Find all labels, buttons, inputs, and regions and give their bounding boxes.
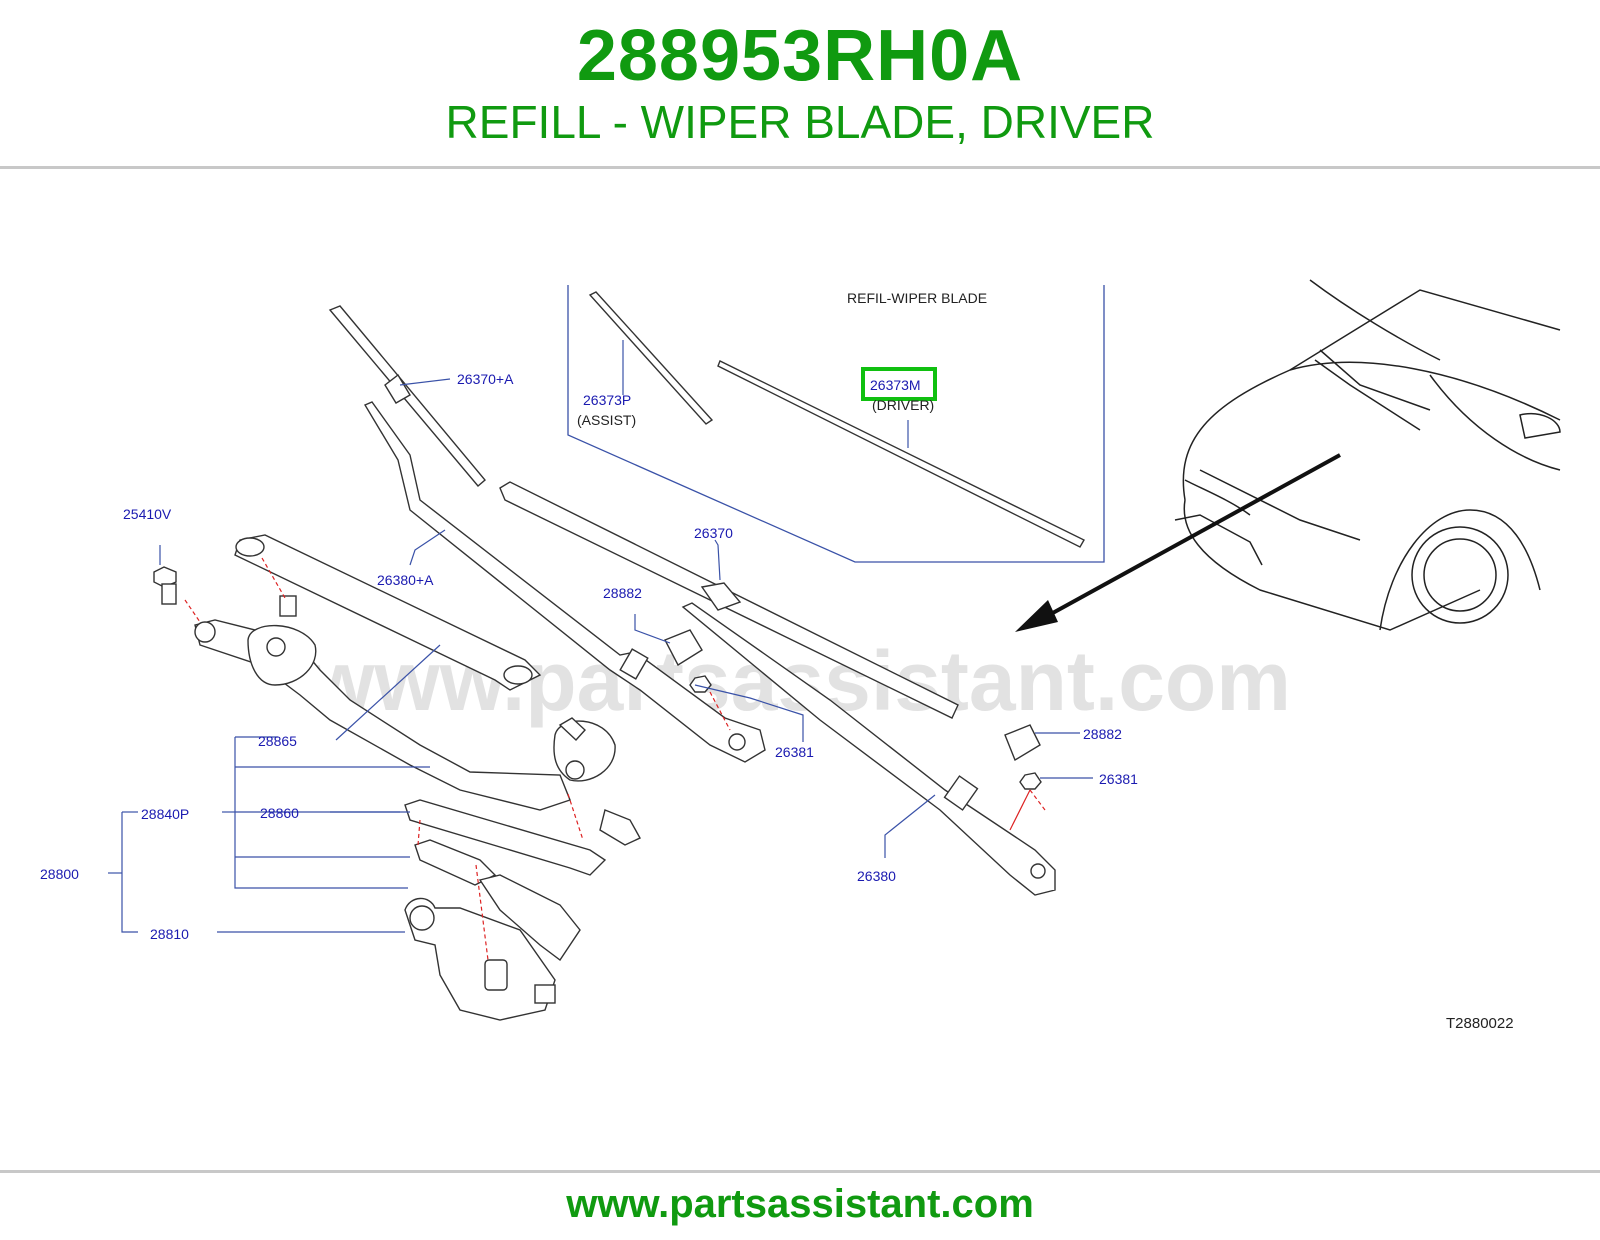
refill-assist-drawing — [588, 291, 714, 425]
callout-28840p: 28840P — [141, 806, 189, 822]
bolt-part — [153, 566, 177, 605]
wiper-blade-driver — [499, 481, 959, 719]
red-guide-lines — [1009, 789, 1031, 831]
pointer-arrow — [1015, 453, 1341, 632]
wiper-blade-assist — [328, 305, 486, 487]
footer-url[interactable]: www.partsassistant.com — [566, 1182, 1034, 1226]
footer-divider — [0, 1170, 1600, 1173]
callout-assist: (ASSIST) — [577, 412, 636, 428]
highlight-box — [861, 367, 937, 401]
callout-26373m: 26373M — [870, 377, 921, 393]
parts-diagram: www.partsassistant.com REFIL-WIPER BLADE — [0, 270, 1600, 1055]
part-number-title: 288953RH0A — [576, 16, 1024, 96]
cap-and-nut-parts — [664, 629, 1042, 790]
inset-frame — [567, 285, 1105, 563]
callout-28882-right: 28882 — [1083, 726, 1122, 742]
refill-driver-drawing — [717, 360, 1085, 548]
alignment-lines — [184, 557, 1046, 961]
callout-28865: 28865 — [258, 733, 297, 749]
callout-26380: 26380 — [857, 868, 896, 884]
wiper-arm-driver — [681, 602, 1056, 896]
header-divider — [0, 166, 1600, 169]
car-illustration — [1174, 279, 1561, 631]
callout-25410v: 25410V — [123, 506, 172, 522]
linkage-assembly — [194, 534, 641, 962]
leader-lines — [108, 378, 1093, 933]
callout-28860: 28860 — [260, 805, 299, 821]
drawing-code: T2880022 — [1446, 1015, 1514, 1032]
callout-26380-a: 26380+A — [377, 572, 434, 588]
callout-driver: (DRIVER) — [872, 397, 934, 413]
wiper-motor — [404, 897, 556, 1021]
part-description: REFILL - WIPER BLADE, DRIVER — [445, 96, 1155, 148]
callout-26381-right: 26381 — [1099, 771, 1138, 787]
callout-26370-a: 26370+A — [457, 371, 514, 387]
callout-26381-left: 26381 — [775, 744, 814, 760]
callout-28882-left: 28882 — [603, 585, 642, 601]
callout-26373p: 26373P — [583, 392, 631, 408]
callout-26370: 26370 — [694, 525, 733, 541]
callout-28810: 28810 — [150, 926, 189, 942]
wiper-arm-assist — [363, 401, 766, 763]
inset-title: REFIL-WIPER BLADE — [847, 290, 987, 306]
callout-28800: 28800 — [40, 866, 79, 882]
